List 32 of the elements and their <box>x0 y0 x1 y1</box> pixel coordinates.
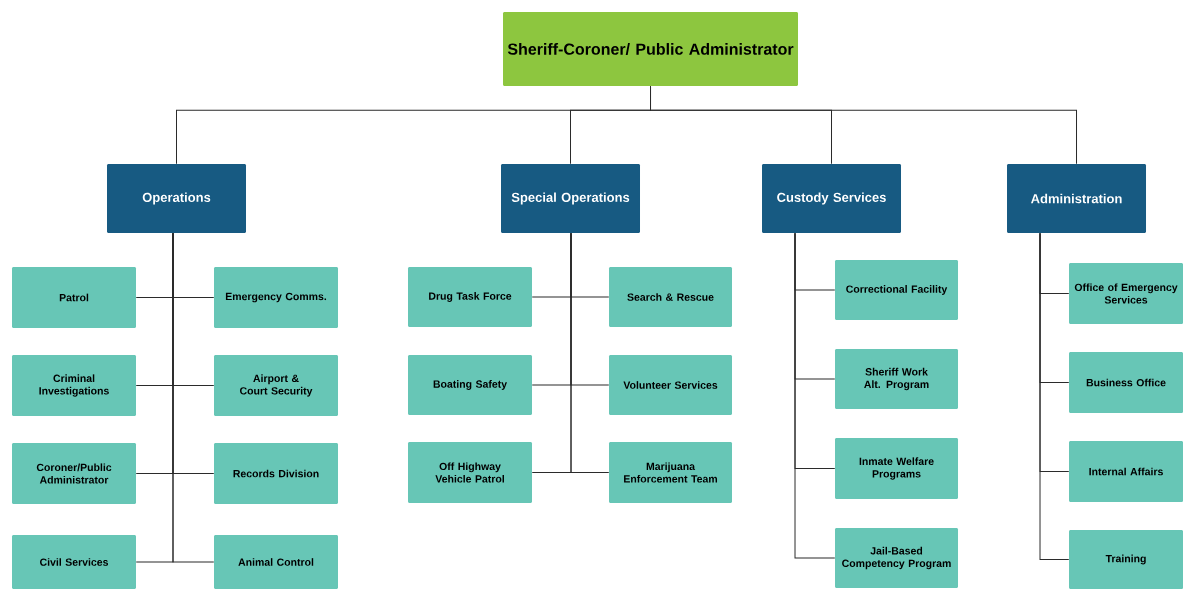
unit-box: Off Highway Vehicle Patrol <box>408 442 532 503</box>
unit-box: Coroner/Public Administrator <box>12 443 136 504</box>
unit-box: Correctional Facility <box>835 260 958 320</box>
connector-line <box>794 232 836 559</box>
connector-line <box>172 232 215 563</box>
unit-box: Volunteer Services <box>609 355 732 415</box>
division-box: Special Operations <box>501 164 640 233</box>
connector-line <box>570 232 610 473</box>
unit-box: Sheriff Work Alt. Program <box>835 349 958 409</box>
unit-box: Patrol <box>12 267 136 328</box>
unit-box: Internal Affairs <box>1069 441 1183 502</box>
root-box: Sheriff-Coroner/ Public Administrator <box>503 12 798 86</box>
division-box: Administration <box>1007 164 1146 233</box>
unit-box: Drug Task Force <box>408 267 532 327</box>
unit-box: Emergency Comms. <box>214 267 338 328</box>
division-box: Custody Services <box>762 164 901 233</box>
division-box: Operations <box>107 164 246 233</box>
unit-box: Office of Emergency Services <box>1069 263 1183 324</box>
connector-line <box>1039 232 1070 560</box>
connector-line <box>650 85 1077 165</box>
unit-box: Training <box>1069 530 1183 589</box>
unit-box: Boating Safety <box>408 355 532 415</box>
unit-box: Airport & Court Security <box>214 355 338 416</box>
unit-box: Inmate Welfare Programs <box>835 438 958 499</box>
unit-box: Jail-Based Competency Program <box>835 528 958 588</box>
unit-box: Search & Rescue <box>609 267 732 327</box>
unit-box: Animal Control <box>214 535 338 589</box>
unit-box: Marijuana Enforcement Team <box>609 442 732 503</box>
unit-box: Criminal Investigations <box>12 355 136 416</box>
unit-box: Business Office <box>1069 352 1183 413</box>
unit-box: Civil Services <box>12 535 136 589</box>
unit-box: Records Division <box>214 443 338 504</box>
